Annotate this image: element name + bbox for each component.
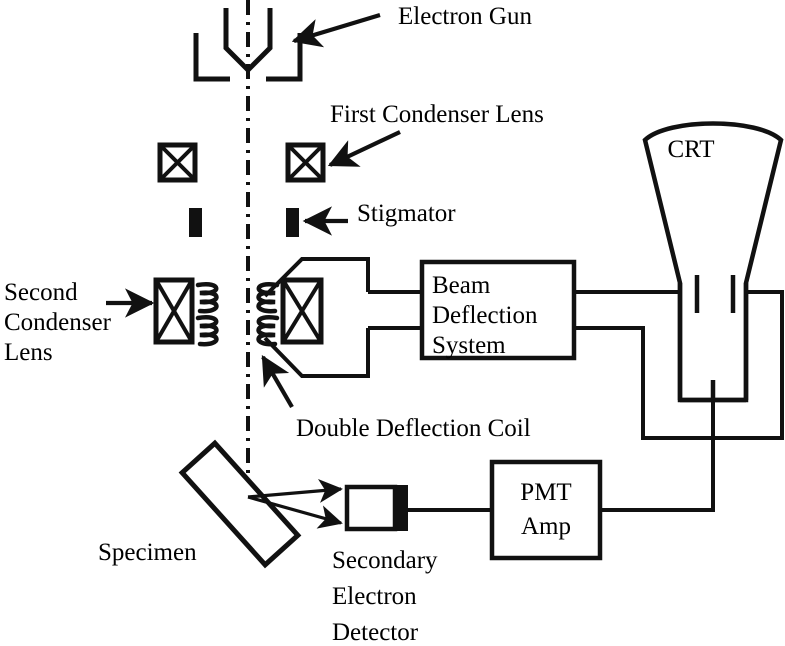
signal-wires-column	[368, 290, 422, 330]
pmt-amp	[489, 459, 603, 561]
double-deflection-coil-pointer	[261, 354, 294, 409]
label-secondary-electron-detector-line2: Electron	[332, 583, 417, 610]
secondary-electron-path-upper	[247, 478, 343, 503]
deflection-coil-right-lower	[256, 315, 280, 347]
beam-deflection-system	[419, 259, 577, 361]
detector-cap	[393, 485, 408, 531]
label-crt: CRT	[667, 136, 714, 163]
secondary-electron-path-lower	[247, 495, 343, 529]
double-deflection-coil	[195, 282, 280, 347]
label-double-deflection-coil: Double Deflection Coil	[296, 415, 531, 442]
stigmator-left-bar	[189, 208, 202, 237]
label-pmt-amp-line2: Amp	[521, 513, 571, 540]
first-condenser-lens	[157, 142, 326, 183]
label-second-condenser-lens-line1: Second	[4, 279, 78, 306]
label-specimen: Specimen	[98, 539, 197, 566]
label-beam-deflection-system-line1: Beam	[432, 272, 491, 299]
detector-body	[344, 484, 398, 532]
first-condenser-lens-right-pole	[285, 142, 326, 183]
label-secondary-electron-detector: Secondary Electron Detector	[332, 547, 438, 646]
label-first-condenser-lens: First Condenser Lens	[330, 101, 544, 128]
secondary-electron-detector	[344, 484, 408, 532]
secondary-electron-beams	[247, 478, 343, 529]
deflection-coil-left-lower	[195, 315, 219, 347]
label-stigmator: Stigmator	[357, 200, 456, 227]
label-secondary-electron-detector-line3: Detector	[332, 619, 419, 646]
stigmator	[189, 208, 299, 237]
first-condenser-lens-left-pole	[157, 142, 198, 183]
label-second-condenser-lens-line2: Condenser	[4, 309, 112, 336]
label-electron-gun: Electron Gun	[398, 3, 532, 30]
label-second-condenser-lens-line3: Lens	[4, 339, 53, 366]
electron-gun	[193, 8, 303, 82]
label-second-condenser-lens: Second Condenser Lens	[4, 279, 112, 366]
label-pmt-amp: PMT Amp	[520, 479, 571, 540]
deflection-coil-right-upper	[256, 282, 280, 314]
crt	[642, 121, 784, 403]
label-secondary-electron-detector-line1: Secondary	[332, 547, 438, 574]
label-pmt-amp-line1: PMT	[520, 479, 571, 506]
electron-gun-pointer	[291, 12, 381, 48]
label-beam-deflection-system-line2: Deflection	[432, 302, 538, 329]
deflection-coil-left-upper	[195, 282, 219, 314]
second-condenser-lens	[153, 277, 195, 345]
specimen	[178, 439, 302, 569]
annotation-pointers	[106, 12, 401, 409]
stigmator-right-bar	[286, 208, 299, 237]
label-beam-deflection-system-line3: System	[432, 332, 506, 359]
objective-lens-pole	[280, 277, 324, 345]
first-condenser-lens-pointer	[327, 130, 401, 167]
label-beam-deflection-system: Beam Deflection System	[432, 272, 538, 359]
pmt-to-crt-cathode	[600, 400, 715, 512]
